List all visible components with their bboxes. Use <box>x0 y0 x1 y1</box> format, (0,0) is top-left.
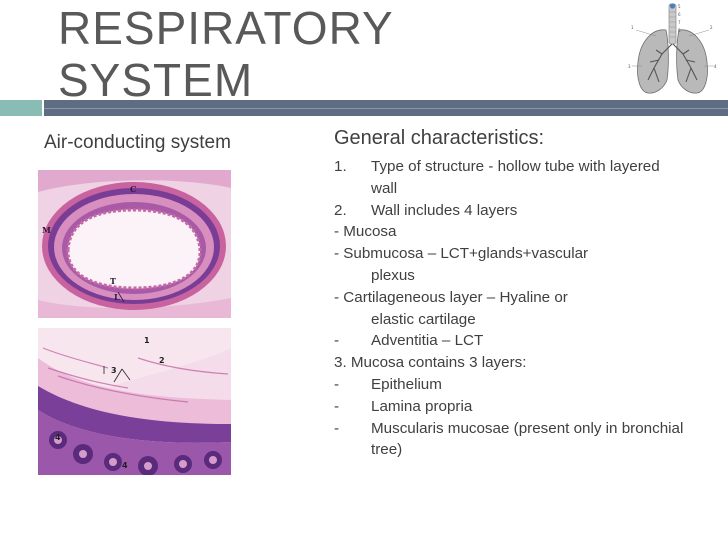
list-marker: - <box>334 375 340 393</box>
image-label-2: 2 <box>159 356 165 365</box>
lung-label-3: 3 <box>628 64 631 69</box>
list-item-text: Type of structure - hollow tube with lay… <box>371 158 660 197</box>
image-label-3: 3 <box>111 366 117 375</box>
lung-label-1: 1 <box>631 25 634 30</box>
characteristics-content: General characteristics: 1. Type of stru… <box>334 126 684 461</box>
lung-label-2: 2 <box>710 25 713 30</box>
list-marker: - <box>334 332 340 350</box>
mucosa-layers-heading: 3. Mucosa contains 3 layers: <box>334 354 527 372</box>
layer-cartilage-text: - Cartilageneous layer – Hyaline or <box>334 288 568 306</box>
title-divider-bar <box>0 100 728 116</box>
content-heading: General characteristics: <box>334 127 545 149</box>
lung-label-4: 4 <box>714 64 717 69</box>
list-marker: - <box>334 419 340 437</box>
title-bar-rule <box>44 108 728 109</box>
layer-submucosa-continuation: plexus <box>371 266 415 284</box>
mucosa-layer-lamina-propria: - Lamina propria <box>334 396 684 418</box>
lung-label-8: 8 <box>678 28 681 33</box>
image-label-c: C <box>130 184 136 194</box>
slide-title-line-1: RESPIRATORY <box>58 2 394 54</box>
list-item-text: Wall includes 4 layers <box>371 201 518 219</box>
lungs-illustration-icon: 1 2 3 4 5 6 7 8 <box>628 3 717 94</box>
layer-mucosa: - Mucosa <box>334 223 397 241</box>
list-item-structure-type: 1. Type of structure - hollow tube with … <box>334 156 684 200</box>
list-marker: 1. <box>334 158 347 175</box>
layer-adventitia: - Adventitia – LCT <box>334 330 684 352</box>
list-item-text: Muscularis mucosae (present only in bron… <box>371 419 684 459</box>
image-label-t: T <box>110 276 116 286</box>
lung-label-7: 7 <box>678 20 681 25</box>
image-label-4a: 4 <box>55 433 61 442</box>
image-label-1: 1 <box>144 336 150 345</box>
lung-label-5: 5 <box>678 4 681 9</box>
layer-cartilage-continuation: elastic cartilage <box>371 310 476 328</box>
layer-submucosa: - Submucosa – LCT+glands+vascular plexus <box>334 243 684 287</box>
list-item-text: Epithelium <box>371 375 442 393</box>
list-marker: - <box>334 397 340 415</box>
mucosa-layer-epithelium: - Epithelium <box>334 374 684 396</box>
trachea-cross-section-image: C M T L <box>38 170 231 318</box>
list-marker: 2. <box>334 201 347 219</box>
list-item-wall-layers: 2. Wall includes 4 layers <box>334 200 684 222</box>
mucosa-histology-image: 1 2 3 4 4 <box>38 328 231 475</box>
lung-label-6: 6 <box>678 12 681 17</box>
layer-cartilage: - Cartilageneous layer – Hyaline or elas… <box>334 287 684 331</box>
slide-title: RESPIRATORY SYSTEM <box>58 2 394 106</box>
title-bar-accent <box>0 100 42 116</box>
image-label-m: M <box>42 225 51 235</box>
mucosa-layer-muscularis: - Muscularis mucosae (present only in br… <box>334 418 684 462</box>
image-label-4b: 4 <box>122 461 128 470</box>
layer-submucosa-text: - Submucosa – LCT+glands+vascular <box>334 245 589 263</box>
list-item-text: Adventitia – LCT <box>371 332 484 350</box>
slide-title-line-2: SYSTEM <box>58 54 254 106</box>
section-subtitle: Air-conducting system <box>44 132 231 153</box>
image-label-l: L <box>114 292 120 302</box>
list-item-text: Lamina propria <box>371 397 473 415</box>
